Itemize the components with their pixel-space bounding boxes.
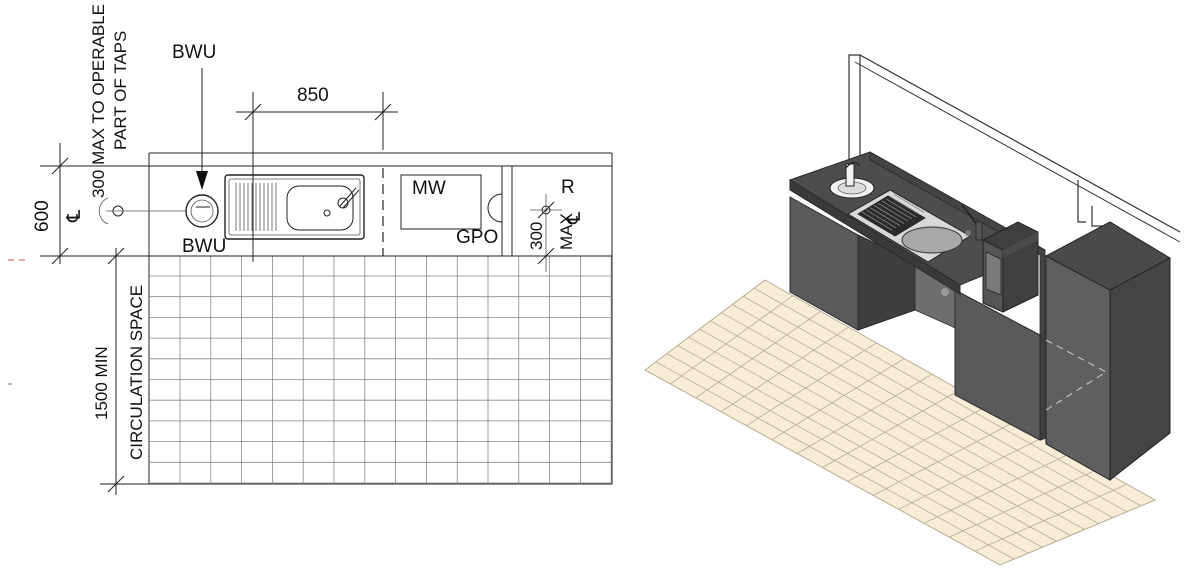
iso-refrigerator — [1045, 221, 1171, 482]
dimension-850-label: 850 — [297, 85, 329, 106]
fridge-centerline-symbol: ℄ — [564, 211, 585, 225]
iso-floor-grid-line — [695, 311, 821, 399]
iso-drainer-rib — [893, 194, 925, 213]
iso-floor-grid-line — [898, 436, 1044, 510]
dimension-600-label: 600 — [32, 200, 53, 232]
iso-floor-grid-line — [746, 342, 877, 427]
gpo-label: GPO — [456, 227, 498, 248]
tap-centerline-symbol: ℄ — [64, 209, 85, 223]
iso-floor-grid-line — [710, 320, 1085, 530]
circulation-dimension-label: 1500 MIN — [92, 346, 111, 420]
dimension-600: 600 — [32, 143, 149, 265]
benchtop-outline — [148, 152, 613, 257]
bwu-callout-label: BWU — [172, 42, 216, 63]
dimension-850: 850 — [236, 85, 398, 262]
mw-label: MW — [412, 178, 446, 199]
iso-floor-grid-line — [688, 336, 1057, 542]
iso-microwave — [982, 221, 1039, 313]
iso-drainer-rib — [889, 196, 921, 215]
iso-floor-grid-line — [720, 326, 849, 413]
dimension-circulation: 1500 MIN CIRCULATION SPACE — [92, 247, 149, 495]
iso-floor-grid-line — [743, 296, 1127, 513]
iso-screen-frames — [848, 54, 1181, 243]
iso-floor-grid-line — [771, 358, 905, 440]
bwu-arrow-head — [196, 171, 208, 190]
iso-floor-grid-line — [655, 361, 1015, 560]
iso-floor-grid-line — [732, 304, 1113, 519]
iso-floor-grid-line — [974, 483, 1128, 552]
iso-drainer-rib — [877, 202, 909, 222]
iso-floor-grid-line — [670, 295, 794, 385]
fridge-dimension-suffix: MAX — [557, 213, 576, 250]
iso-sink — [847, 189, 983, 263]
sink-unit — [224, 174, 365, 240]
circulation-space-label: CIRCULATION SPACE — [127, 285, 146, 460]
iso-drainer-rib — [869, 207, 901, 226]
circulation-floor-grid — [148, 255, 613, 485]
iso-floor-grid-line — [721, 312, 1099, 524]
isometric-view — [644, 54, 1181, 566]
iso-floor-grid-line — [677, 345, 1043, 548]
plan-view: BWU BWU MW GPO R ℄ 300 MAX — [8, 4, 613, 495]
bwu-label: BWU — [182, 236, 226, 257]
iso-drainer-rib — [865, 209, 897, 229]
iso-floor-grid-line — [699, 328, 1071, 536]
red-dash-marks — [8, 259, 25, 385]
iso-floor-grid-line — [923, 452, 1072, 524]
iso-floor — [644, 279, 1157, 566]
iso-drainer-rib — [881, 200, 913, 220]
tap-reach-note: ℄ 300 MAX TO OPERABLE PART OF TAPS — [64, 4, 186, 225]
iso-basin — [829, 161, 875, 199]
fridge-dimension-value: 300 — [527, 222, 546, 250]
iso-floor-grid-line — [666, 353, 1029, 554]
bwu-basin: BWU — [182, 194, 226, 257]
tap-note-line2: PART OF TAPS — [111, 31, 130, 150]
iso-floor-grid-line — [847, 405, 989, 482]
iso-drainer-rib — [861, 211, 893, 231]
iso-drainer-rib — [873, 205, 905, 224]
iso-floor-grid-line — [873, 421, 1016, 496]
iso-right-cabinet — [954, 289, 1047, 441]
iso-floor-grid-line — [822, 389, 961, 468]
refrigerator-space: R ℄ 300 MAX — [527, 177, 585, 272]
iso-floor-grid-line — [796, 373, 933, 454]
bwu-callout: BWU — [172, 42, 216, 190]
iso-drainer-rib — [885, 198, 917, 218]
iso-floor-grid-line — [949, 468, 1100, 538]
microwave: MW GPO — [400, 174, 503, 248]
tap-note-line1: 300 MAX TO OPERABLE — [89, 4, 108, 198]
iso-floor-grid-line — [753, 287, 1142, 507]
r-label: R — [561, 177, 575, 198]
